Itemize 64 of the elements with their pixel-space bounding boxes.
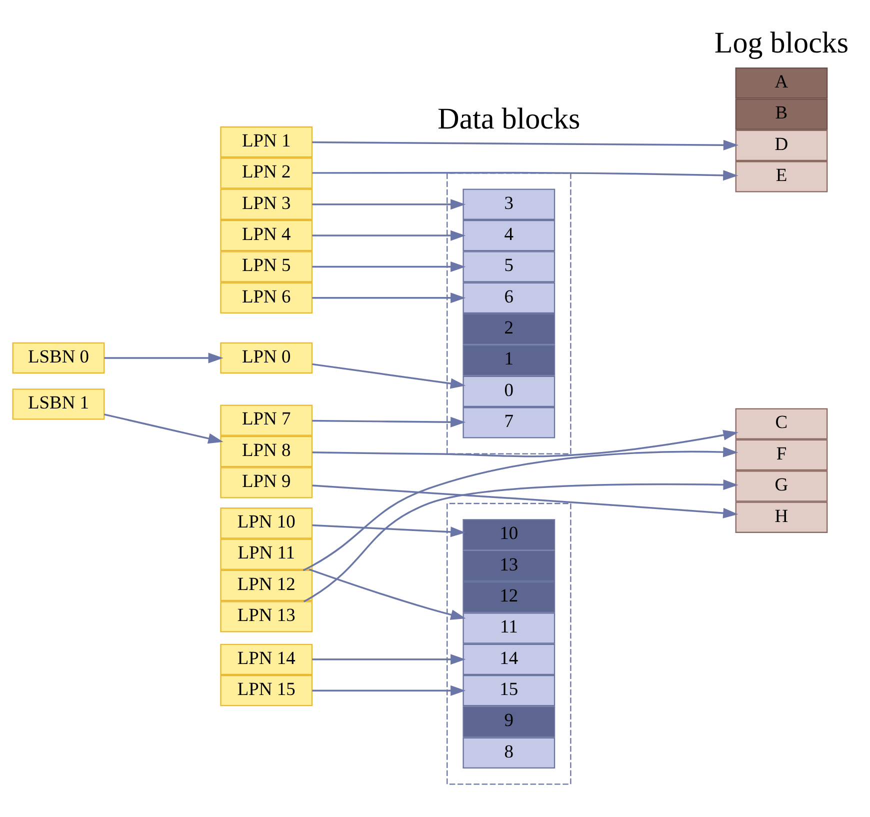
node-box: 11 [462,612,556,644]
label: Log blocks [714,26,849,60]
label: Data blocks [438,102,580,136]
node-box: LPN 12 [220,570,313,602]
arrow [104,352,224,364]
node-box: D [735,130,828,162]
node-box: LPN 6 [220,282,313,314]
arrow [312,685,466,696]
node-box: 6 [462,282,556,314]
arrow [302,446,738,572]
node-box: LPN 1 [220,126,313,158]
node-box: 7 [462,407,556,438]
node-box: LPN 4 [220,220,313,252]
node-box: 15 [462,675,556,706]
cluster [446,172,572,454]
node-box: 12 [462,581,556,613]
arrow [312,524,466,538]
node-box: A [735,68,828,99]
node-box: H [735,502,828,533]
arrow [312,484,738,518]
node-box: LPN 8 [220,436,313,468]
node-box: 8 [462,737,556,769]
arrow [312,416,466,428]
arrow [104,414,224,444]
node-box: LSBN 0 [12,342,105,374]
node-box: LPN 11 [220,538,313,570]
arrow [312,199,466,210]
node-box: LPN 10 [220,508,313,539]
arrow [312,170,738,181]
arrow [303,479,738,602]
node-box: LPN 5 [220,251,313,282]
arrow [312,230,466,241]
arrow [309,568,466,620]
arrow [312,140,738,150]
node-box: C [735,408,828,440]
node-box: 1 [462,344,556,376]
node-box: 5 [462,251,556,282]
node-box: G [735,470,828,502]
node-box: E [735,161,828,192]
node-box: F [735,439,828,471]
node-box: 2 [462,314,556,345]
node-box: LPN 2 [220,158,313,189]
node-box: 3 [462,188,556,220]
arrow [312,430,738,458]
node-box: LPN 13 [220,601,313,632]
node-box: 0 [462,376,556,408]
node-box: 4 [462,220,556,252]
node-box: 10 [462,519,556,550]
node-box: LPN 14 [220,644,313,675]
cluster [446,502,572,785]
node-box: LPN 15 [220,675,313,706]
node-box: 14 [462,644,556,675]
node-box: 9 [462,706,556,738]
node-box: 13 [462,550,556,582]
arrow [312,363,466,389]
node-box: LSBN 1 [12,388,105,420]
node-box: LPN 0 [220,342,313,374]
node-box: LPN 3 [220,188,313,220]
arrow [312,292,466,304]
arrow [312,261,466,272]
node-box: LPN 7 [220,404,313,436]
node-box: LPN 9 [220,467,313,498]
node-box: B [735,98,828,130]
arrow [312,654,466,665]
